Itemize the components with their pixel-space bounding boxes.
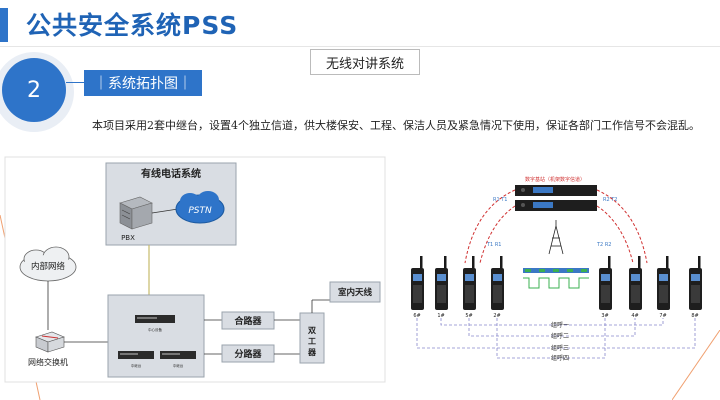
title-divider: [0, 46, 720, 47]
pbx-pstn-link: [151, 208, 179, 214]
radio-handset-icon: [411, 256, 424, 310]
internal-network-cloud-icon: [19, 246, 77, 282]
combiner-label: 合路器: [234, 315, 262, 327]
indoor-antenna-label: 室内天线: [338, 287, 373, 298]
wired-phone-system-label: 有线电话系统: [141, 167, 201, 180]
radio-handset-icon: [657, 256, 670, 310]
uplink-arrow-right-outer: [596, 189, 648, 264]
channel-label-3: T1 R1: [486, 242, 501, 248]
radio-label: 7#: [659, 313, 666, 319]
page-title: 公共安全系统PSS: [26, 11, 239, 40]
splitter-label: 分路器: [234, 348, 262, 360]
network-switch-label: 网络交换机: [28, 357, 68, 367]
network-switch-icon: [35, 331, 65, 353]
pstn-cloud-icon: [175, 191, 225, 224]
radio-handset-icon: [689, 256, 702, 310]
radio-label: 6#: [413, 313, 420, 319]
radios-group: [411, 256, 702, 310]
pstn-label: PSTN: [188, 206, 212, 216]
wireless-radio-topology-diagram: 数字基站（机架数字信道） R1 T1 R2 T2 T1 R1 T2 R2: [411, 176, 702, 362]
radio-label: 2#: [493, 313, 500, 319]
indoor-antenna-box: [329, 281, 381, 303]
radio-label: 8#: [691, 313, 698, 319]
channel-label-2: R2 T2: [603, 197, 617, 203]
equipment-rack-area: [107, 294, 205, 378]
radio-label: 3#: [601, 313, 608, 319]
rack-device-bottom-right: [160, 351, 196, 359]
duplexer-label-line3: 器: [307, 347, 317, 357]
radio-handset-icon: [463, 256, 476, 310]
rack-device-top: [135, 315, 175, 323]
call-group-lines: [416, 318, 696, 359]
splitter-box: [221, 344, 275, 363]
rack-device-bottom-left-label: 中继台: [131, 363, 142, 368]
duplexer-label-line1: 双: [308, 325, 316, 335]
section-number: 2: [2, 58, 66, 122]
repeater-label: 数字基站（机架数字信道）: [525, 176, 585, 183]
duplexer-box: [299, 312, 325, 364]
radio-handset-icon: [629, 256, 642, 310]
radio-handset-icon: [491, 256, 504, 310]
radio-label: 4#: [631, 313, 638, 319]
section-title: ｜系统拓扑图｜: [84, 70, 202, 96]
signal-waveform: [523, 277, 589, 289]
channel-label-1: R1 T1: [493, 197, 507, 203]
wired-network-topology-diagram: 有线电话系统 PBX PSTN 内部网络 网络交换机 中心设备: [4, 156, 386, 383]
decorative-line-right: [672, 330, 720, 400]
subsystem-title: 无线对讲系统: [310, 49, 420, 75]
radio-label: 1#: [437, 313, 444, 319]
timeslot-bars: [523, 268, 589, 273]
call-group-1: 组呼一: [551, 321, 569, 329]
description-text: 本项目采用2套中继台，设置4个独立信道，供大楼保安、工程、保洁人员及紧急情况下使…: [92, 119, 700, 132]
antenna-tower-icon: [548, 220, 564, 255]
call-group-3: 组呼三: [551, 344, 569, 352]
radio-labels-group: 6# 1# 5# 2# 3# 4# 7# 8#: [413, 313, 698, 319]
uplink-arrow-left-inner: [479, 205, 516, 264]
duplexer-label-line2: 工: [308, 336, 316, 346]
pbx-label: PBX: [121, 234, 135, 242]
channel-label-4: T2 R2: [596, 242, 611, 248]
internal-network-label: 内部网络: [31, 261, 66, 272]
uplink-arrow-right-inner: [596, 205, 634, 264]
call-group-2: 组呼二: [551, 332, 569, 340]
rack-device-top-label: 中心设备: [148, 327, 162, 332]
pbx-server-icon: [119, 196, 153, 230]
radio-handset-icon: [435, 256, 448, 310]
repeater-unit-top: [515, 185, 597, 196]
rack-device-bottom-right-label: 中继台: [173, 363, 184, 368]
uplink-arrow-left-outer: [464, 189, 516, 264]
title-accent-bar: [0, 8, 8, 42]
combiner-box: [221, 311, 275, 330]
rack-device-bottom-left: [118, 351, 154, 359]
radio-handset-icon: [599, 256, 612, 310]
radio-label: 5#: [465, 313, 472, 319]
repeater-unit-bottom: [515, 200, 597, 211]
call-group-4: 组呼四: [551, 354, 569, 362]
section-connector: [66, 82, 84, 83]
